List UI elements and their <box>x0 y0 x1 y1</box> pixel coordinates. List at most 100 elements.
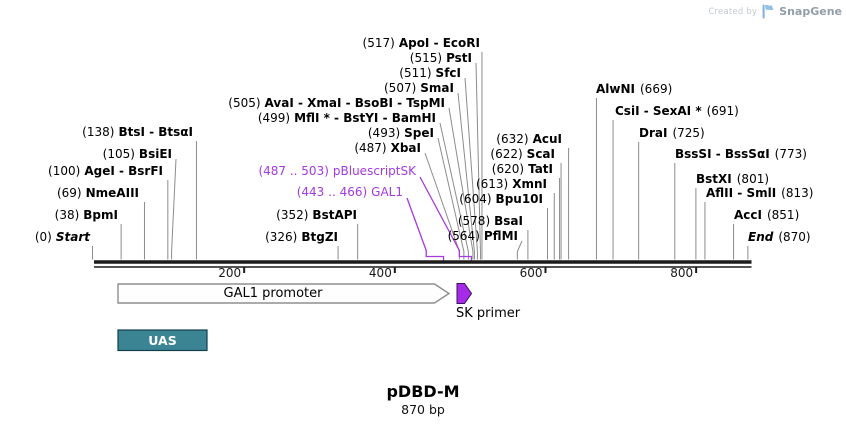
site-label-acci[interactable]: AccI (851) <box>734 208 799 222</box>
region-label-pbluescriptsk[interactable]: (487 .. 503)pBluescriptSK <box>258 164 416 178</box>
site-label-drai[interactable]: DraI (725) <box>639 126 705 140</box>
site-label-agei[interactable]: (100)AgeI - BsrFI <box>48 164 163 178</box>
site-label-btgzi[interactable]: (326)BtgZI <box>265 230 338 244</box>
site-label-sfci[interactable]: (511)SfcI <box>399 66 461 80</box>
site-name: AgeI - BsrFI <box>84 164 163 178</box>
site-name: PflMI <box>483 229 518 243</box>
site-position: (493) <box>367 126 401 140</box>
site-label-bpmi[interactable]: (38)BpmI <box>55 208 118 222</box>
site-position: (326) <box>265 230 298 244</box>
site-name: AcuI <box>532 132 562 146</box>
site-position: (622) <box>490 147 523 161</box>
region-leaders-group <box>406 176 473 261</box>
restriction-site-leader-line <box>424 152 460 260</box>
site-position: (138) <box>82 125 115 139</box>
restriction-site-leader-line <box>516 240 523 260</box>
site-label-bsiei[interactable]: (105)BsiEI <box>103 147 172 161</box>
site-label-nmeaiii[interactable]: (69)NmeAIII <box>57 186 139 200</box>
site-label-scai[interactable]: (622)ScaI <box>490 147 555 161</box>
site-label-acui[interactable]: (632)AcuI <box>496 132 562 146</box>
site-position: (632) <box>496 132 529 146</box>
sk-primer-arrow[interactable] <box>456 283 473 304</box>
snapgene-brand-text: SnapGene <box>779 5 842 18</box>
site-label-tati[interactable]: (620)TatI <box>492 162 553 176</box>
site-name: Bpu10I <box>495 192 543 206</box>
axis-tick-label: 400 <box>368 266 392 280</box>
site-name: XmnI <box>512 177 547 191</box>
site-name: DraI <box>639 126 668 140</box>
snapgene-logo-icon <box>762 4 774 19</box>
site-position: (870) <box>778 230 811 244</box>
site-name: BstAPI <box>312 208 357 222</box>
region-bracket-line <box>406 197 445 261</box>
axis-ticks-group <box>243 266 698 273</box>
site-label-pflmi[interactable]: (564)PflMI <box>448 229 518 243</box>
site-label-xmni[interactable]: (613)XmnI <box>476 177 547 191</box>
site-name: BssSI - BssSαI <box>675 147 770 161</box>
site-label-mfli[interactable]: (499)MflI * - BstYI - BamHI <box>258 111 436 125</box>
site-name: MflI * - BstYI - BamHI <box>294 111 436 125</box>
site-position: (851) <box>766 208 800 222</box>
site-name: AccI <box>734 208 762 222</box>
sk-primer-label: SK primer <box>456 306 521 321</box>
site-position: (725) <box>672 126 705 140</box>
site-name: CsiI - SexAI * <box>615 104 702 118</box>
site-name: AlwNI <box>596 82 635 96</box>
site-name: SfcI <box>435 66 461 80</box>
site-position: (499) <box>257 111 291 125</box>
site-label-bpu10i[interactable]: (604)Bpu10I <box>459 192 543 206</box>
site-position: (0) <box>34 230 52 244</box>
site-label-bsai[interactable]: (578)BsaI <box>458 214 523 228</box>
site-position: (352) <box>276 208 309 222</box>
site-label-bstapi[interactable]: (352)BstAPI <box>276 208 357 222</box>
site-name: Start <box>55 230 90 244</box>
site-label-btsi[interactable]: (138)BtsI - BtsαI <box>82 125 193 139</box>
site-label-smai[interactable]: (507)SmaI <box>384 81 454 95</box>
site-label-psti[interactable]: (515)PstI <box>410 51 472 65</box>
site-name: XbaI <box>390 141 421 155</box>
site-position: (100) <box>48 164 81 178</box>
site-name: TatI <box>528 162 553 176</box>
site-label-csii[interactable]: CsiI - SexAI * (691) <box>615 104 739 118</box>
site-label-start[interactable]: (0)Start <box>35 230 90 244</box>
site-label-bstxi[interactable]: BstXI(801) <box>696 172 769 186</box>
region-bracket-line <box>419 176 473 261</box>
site-label-end[interactable]: End(870) <box>748 230 811 244</box>
site-position: (691) <box>706 104 739 118</box>
axis-tick-label: 800 <box>670 266 694 280</box>
site-name: BsaI <box>494 214 523 228</box>
axis-tick-label: 600 <box>519 266 543 280</box>
sequence-axis <box>94 260 752 273</box>
site-position: (564) <box>447 229 480 243</box>
site-name: BpmI <box>83 208 118 222</box>
site-label-spei[interactable]: (493)SpeI <box>368 126 434 140</box>
site-position: (511) <box>399 66 432 80</box>
site-name: ApoI - EcoRI <box>398 36 480 50</box>
restriction-site-leader-line <box>464 77 478 260</box>
site-position: (443 .. 466) <box>296 185 368 199</box>
site-label-xbai[interactable]: (487)XbaI <box>354 141 421 155</box>
site-position: (604) <box>459 192 492 206</box>
gal1-promoter-label: GAL1 promoter <box>223 286 323 301</box>
site-name: NmeAIII <box>85 186 139 200</box>
site-label-apoi[interactable]: (517)ApoI - EcoRI <box>363 36 480 50</box>
site-name: BtsI - BtsαI <box>118 125 193 139</box>
region-label-gal1[interactable]: (443 .. 466)GAL1 <box>297 185 403 199</box>
site-name: AflII - SmlI <box>706 186 777 200</box>
site-name: GAL1 <box>371 185 403 199</box>
plasmid-title: pDBD-M <box>386 382 460 401</box>
gal1-promoter-arrow[interactable] <box>117 283 451 304</box>
site-label-alwni[interactable]: AlwNI(669) <box>596 82 672 96</box>
site-position: (813) <box>781 186 814 200</box>
site-position: (105) <box>102 147 135 161</box>
created-by-text: Created by <box>708 6 758 17</box>
site-position: (578) <box>457 214 491 228</box>
site-label-bsssi[interactable]: BssSI - BssSαI(773) <box>675 147 807 161</box>
restriction-site-leader-line <box>457 92 475 260</box>
site-label-avai[interactable]: (505)AvaI - XmaI - BsoBI - TspMI <box>228 96 445 110</box>
uas-box[interactable] <box>117 329 208 352</box>
site-label-aflii[interactable]: AflII - SmlI (813) <box>706 186 813 200</box>
site-name: BsiEI <box>138 147 172 161</box>
site-position: (38) <box>54 208 80 222</box>
